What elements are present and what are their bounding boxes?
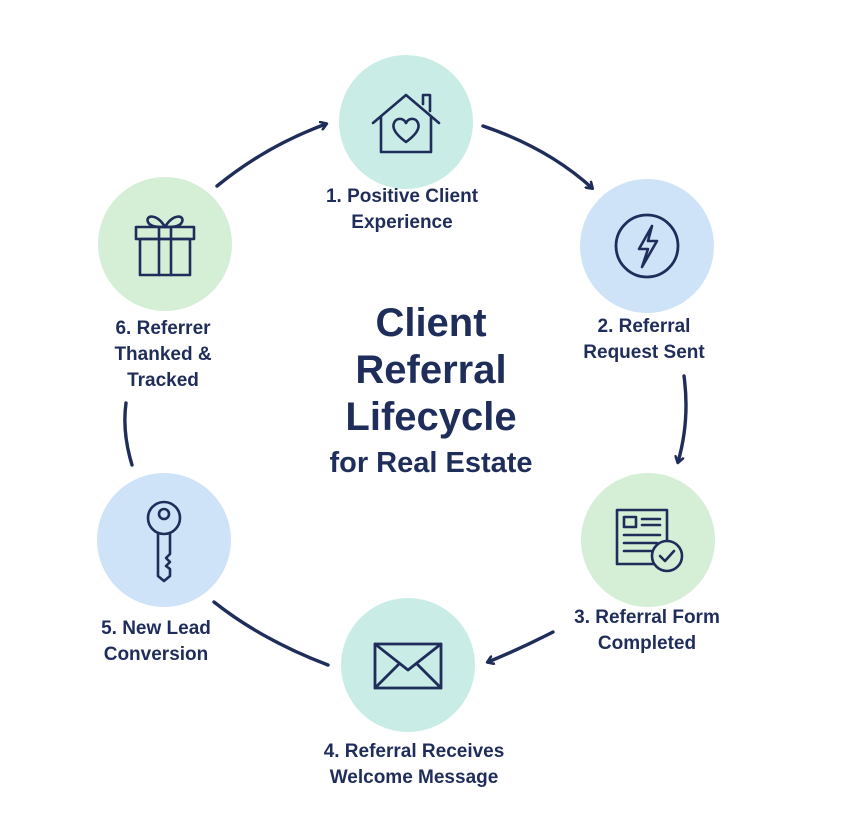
step-4-circle <box>341 598 475 732</box>
step-3-circle <box>581 473 715 607</box>
step-6-circle <box>98 177 232 311</box>
lightning-bolt-icon <box>614 213 680 279</box>
arrow-1-to-2 <box>481 124 592 188</box>
form-checkmark-icon <box>615 508 684 573</box>
key-icon <box>146 500 182 583</box>
title-line-3: Lifecycle <box>345 395 517 439</box>
step-1-circle <box>339 55 473 189</box>
gift-icon <box>134 215 196 277</box>
arrow-6-to-1 <box>215 124 326 188</box>
title-subtitle: for Real Estate <box>329 447 533 479</box>
step-2-circle <box>580 179 714 313</box>
connector-4-to-5 <box>212 600 330 667</box>
step-5-circle <box>97 473 231 607</box>
envelope-icon <box>373 642 443 690</box>
house-heart-icon <box>371 93 441 154</box>
title-line-1: Client <box>375 301 487 345</box>
arrow-3-to-4 <box>488 630 555 662</box>
arrow-2-to-3 <box>678 374 688 462</box>
title-line-2: Referral <box>355 348 507 392</box>
diagram-title: Client Referral Lifecycle for Real Estat… <box>231 300 631 483</box>
connector-5-to-6 <box>123 401 134 467</box>
